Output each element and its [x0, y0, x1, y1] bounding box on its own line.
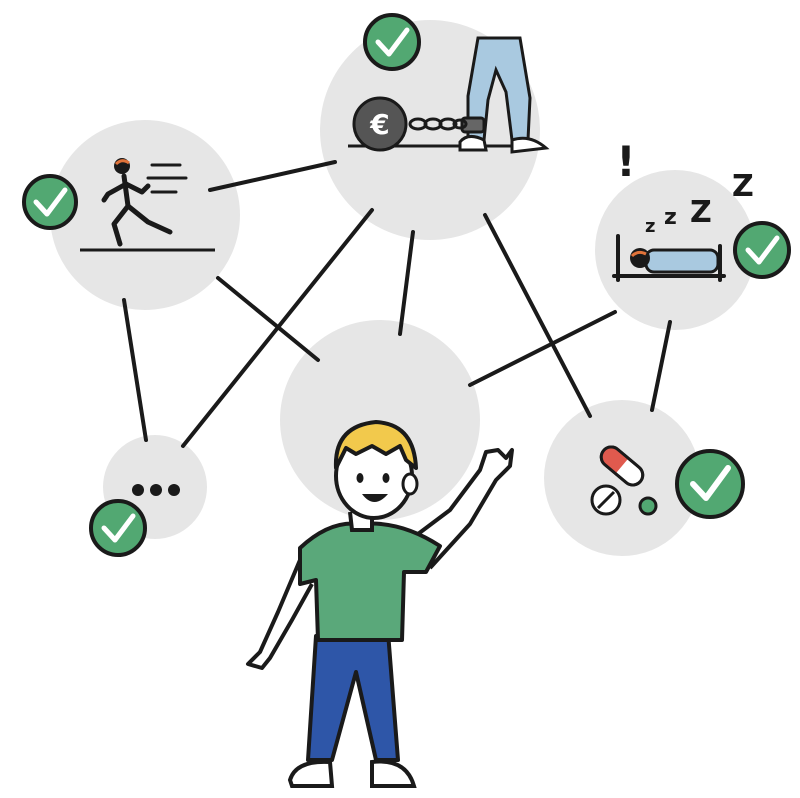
- sleep-z-2: Z: [690, 195, 712, 230]
- ellipsis-icon: [132, 484, 180, 496]
- bubble-left: [50, 120, 240, 310]
- edge-right-bottomright: [652, 322, 670, 410]
- euro-symbol: €: [369, 108, 389, 141]
- check-icon-bottom-right: [677, 451, 743, 517]
- person-waving-icon: [248, 422, 512, 786]
- check-icon-bottom-left: [91, 501, 145, 555]
- check-icon-left: [24, 176, 76, 228]
- edge-top-bottomright: [485, 215, 590, 416]
- edge-top-center: [400, 232, 413, 334]
- check-icon-top: [365, 15, 419, 69]
- sleep-z-4: z: [645, 216, 655, 237]
- sleep-z-3: z: [664, 205, 677, 230]
- edge-left-center: [218, 278, 318, 360]
- check-icon-right: [735, 223, 789, 277]
- sleep-z-1: Z: [732, 169, 754, 204]
- alert-mark: !: [616, 137, 635, 186]
- edge-left-bottomleft: [124, 300, 146, 440]
